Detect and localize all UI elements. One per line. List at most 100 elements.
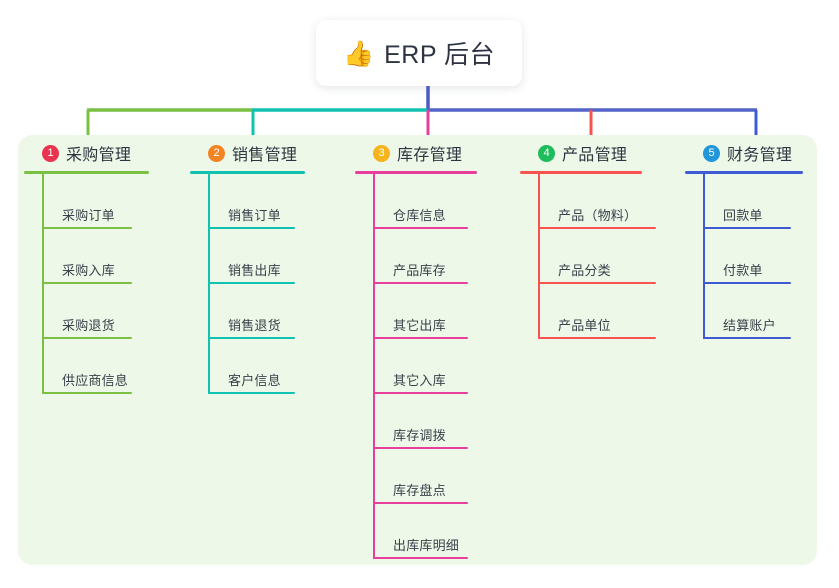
leaf-rule [373,337,468,339]
leaf-rule [208,337,295,339]
leaf-spine-1 [42,174,44,394]
leaf-label: 客户信息 [228,373,281,388]
leaf-item[interactable]: 采购退货 [42,284,149,339]
leaf-item[interactable]: 供应商信息 [42,339,149,394]
branch-rule-5 [685,171,803,174]
root-node[interactable]: 👍 ERP 后台 [316,20,522,86]
leaf-spine-5 [703,174,705,339]
leaf-list-4: 产品（物料） 产品分类产品单位 [538,174,656,339]
branch-title-2: 销售管理 [232,147,298,164]
branch-badge-1: 1 [42,144,59,162]
leaf-rule [42,392,132,394]
leaf-item[interactable]: 采购订单 [42,174,149,229]
leaf-rule [703,227,791,229]
leaf-rule [373,282,468,284]
branch-column-3: 3 库存管理仓库信息产品库存其它出库其它入库库存调拨库存盘点出库库明细 [353,135,477,559]
leaf-item[interactable]: 回款单 [703,174,803,229]
leaf-item[interactable]: 销售订单 [208,174,305,229]
branch-column-2: 2 销售管理销售订单销售出库销售退货客户信息 [188,135,305,394]
leaf-rule [208,282,295,284]
leaf-item[interactable]: 产品（物料） [538,174,656,229]
leaf-list-2: 销售订单销售出库销售退货客户信息 [208,174,305,394]
branch-header-2[interactable]: 2 销售管理 [188,135,305,171]
branch-title-5: 财务管理 [727,147,793,164]
leaf-item[interactable]: 库存盘点 [373,449,477,504]
leaf-label: 供应商信息 [62,373,129,388]
leaf-rule [373,227,468,229]
thumbs-up-icon: 👍 [342,38,375,68]
leaf-label: 采购订单 [62,208,115,223]
leaf-item[interactable]: 产品分类 [538,229,656,284]
leaf-list-3: 仓库信息产品库存其它出库其它入库库存调拨库存盘点出库库明细 [373,174,477,559]
branch-rule-1 [24,171,149,174]
leaf-label: 销售订单 [228,208,281,223]
leaf-label: 其它出库 [393,318,446,333]
branch-header-4[interactable]: 4 产品管理 [518,135,642,171]
branch-header-1[interactable]: 1 采购管理 [22,135,149,171]
branch-column-1: 1 采购管理采购订单采购入库采购退货供应商信息 [22,135,149,394]
leaf-rule [703,282,791,284]
leaf-spine-2 [208,174,210,394]
leaf-label: 产品分类 [558,263,611,278]
leaf-label: 产品单位 [558,318,611,333]
branch-badge-3: 3 [373,144,390,162]
branch-badge-5: 5 [703,144,720,162]
leaf-item[interactable]: 其它出库 [373,284,477,339]
leaf-label: 采购入库 [62,263,115,278]
leaf-spine-3 [373,174,375,559]
branch-rule-2 [190,171,305,174]
leaf-list-5: 回款单付款单结算账户 [703,174,803,339]
leaf-label: 回款单 [723,208,763,223]
leaf-item[interactable]: 客户信息 [208,339,305,394]
branch-badge-2: 2 [208,144,225,162]
branch-column-4: 4 产品管理产品（物料） 产品分类产品单位 [518,135,656,339]
leaf-label: 库存调拨 [393,428,446,443]
leaf-item[interactable]: 产品库存 [373,229,477,284]
branch-rule-4 [520,171,642,174]
leaf-rule [373,392,468,394]
leaf-label: 库存盘点 [393,483,446,498]
root-label: ERP 后台 [384,41,496,69]
leaf-rule [703,337,791,339]
leaf-item[interactable]: 付款单 [703,229,803,284]
leaf-item[interactable]: 销售退货 [208,284,305,339]
branch-title-4: 产品管理 [562,147,628,164]
leaf-rule [538,337,656,339]
leaf-item[interactable]: 库存调拨 [373,394,477,449]
branch-column-5: 5 财务管理回款单付款单结算账户 [683,135,803,339]
branch-header-3[interactable]: 3 库存管理 [353,135,477,171]
leaf-list-1: 采购订单采购入库采购退货供应商信息 [42,174,149,394]
leaf-label: 销售出库 [228,263,281,278]
leaf-item[interactable]: 出库库明细 [373,504,477,559]
leaf-label: 其它入库 [393,373,446,388]
leaf-item[interactable]: 产品单位 [538,284,656,339]
leaf-label: 付款单 [723,263,763,278]
leaf-label: 出库库明细 [393,538,460,553]
leaf-label: 结算账户 [723,318,776,333]
leaf-item[interactable]: 销售出库 [208,229,305,284]
branch-rule-3 [355,171,477,174]
leaf-rule [42,227,132,229]
leaf-item[interactable]: 采购入库 [42,229,149,284]
leaf-rule [538,282,656,284]
leaf-rule [538,227,656,229]
branch-title-1: 采购管理 [66,147,132,164]
leaf-label: 销售退货 [228,318,281,333]
leaf-rule [373,447,468,449]
branch-panel [18,135,817,565]
leaf-rule [42,282,132,284]
branch-badge-4: 4 [538,144,555,162]
branch-columns: 1 采购管理采购订单采购入库采购退货供应商信息 2 销售管理销售订单销售出库销售退货客… [18,135,817,565]
leaf-spine-4 [538,174,540,339]
branch-header-5[interactable]: 5 财务管理 [683,135,803,171]
leaf-item[interactable]: 仓库信息 [373,174,477,229]
leaf-label: 仓库信息 [393,208,446,223]
leaf-label: 产品库存 [393,263,446,278]
leaf-rule [42,337,132,339]
leaf-item[interactable]: 其它入库 [373,339,477,394]
leaf-rule [373,557,468,559]
leaf-label: 采购退货 [62,318,115,333]
branch-title-3: 库存管理 [397,147,463,164]
leaf-item[interactable]: 结算账户 [703,284,803,339]
